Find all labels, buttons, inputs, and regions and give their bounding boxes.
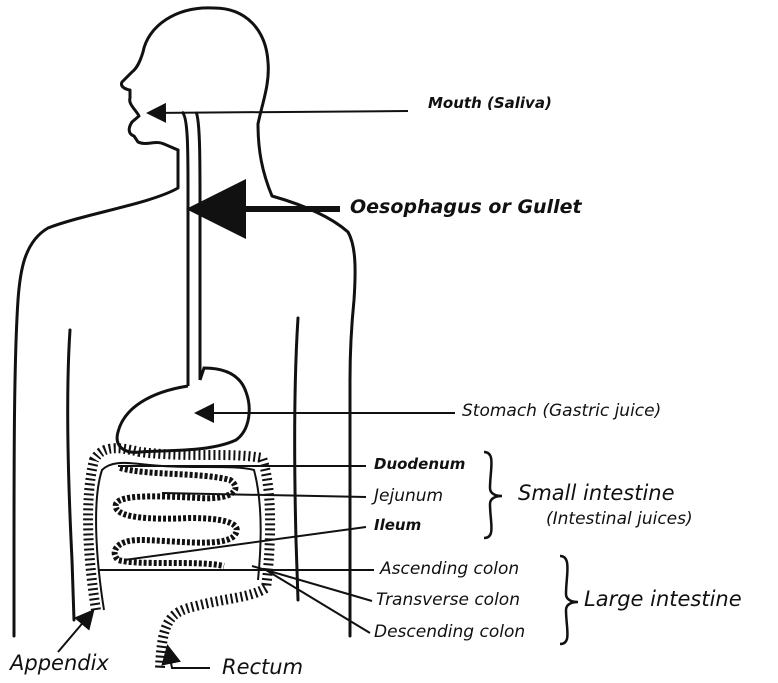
- label-mouth: Mouth (Saliva): [428, 96, 552, 111]
- small-intestine-shape: [115, 468, 237, 566]
- right-inner-arm-line: [295, 318, 298, 600]
- small-intestine-brace: [484, 452, 502, 538]
- label-rectum: Rectum: [222, 657, 303, 678]
- label-transverse-colon: Transverse colon: [376, 592, 520, 609]
- label-ileum: Ileum: [374, 518, 421, 533]
- mouth-pointer: [150, 111, 408, 113]
- label-ascending-colon: Ascending colon: [380, 561, 519, 578]
- label-jejunum: Jejunum: [374, 488, 443, 505]
- left-inner-arm-line: [68, 330, 74, 620]
- descending-colon-pointer: [266, 570, 370, 633]
- large-intestine-inner: [96, 463, 261, 610]
- large-intestine-brace: [560, 556, 578, 644]
- label-small-intestine: Small intestine: [518, 483, 675, 504]
- label-intestinal-juices: (Intestinal juices): [546, 511, 693, 528]
- stomach-shape: [117, 368, 249, 452]
- label-descending-colon: Descending colon: [374, 624, 525, 641]
- label-duodenum: Duodenum: [374, 457, 465, 472]
- oesophagus-tube: [182, 112, 200, 386]
- head-back-outline: [214, 8, 268, 124]
- transverse-colon-pointer: [252, 566, 372, 601]
- rectum-pointer: [168, 648, 210, 668]
- label-oesophagus: Oesophagus or Gullet: [350, 198, 582, 217]
- pointer-lines: [58, 111, 455, 668]
- left-shoulder-arm-outline: [14, 150, 178, 636]
- label-stomach: Stomach (Gastric juice): [462, 403, 661, 420]
- label-large-intestine: Large intestine: [584, 589, 742, 610]
- label-appendix: Appendix: [10, 653, 109, 674]
- ileum-pointer: [124, 527, 366, 560]
